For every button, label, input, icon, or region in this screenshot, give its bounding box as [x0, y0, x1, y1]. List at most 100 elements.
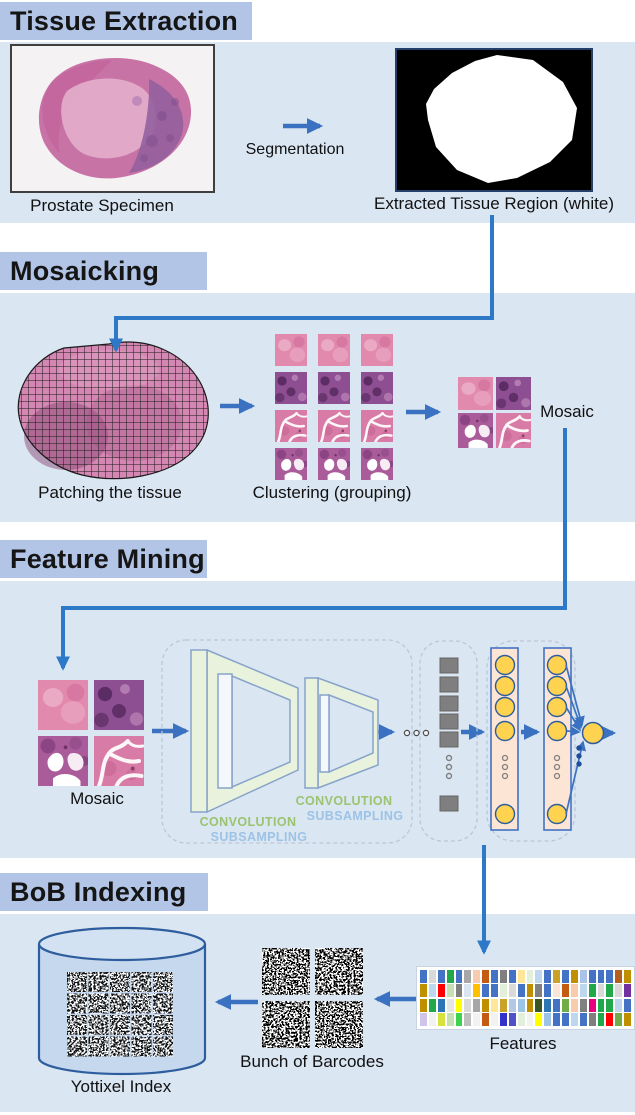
feature-bar [579, 998, 587, 1012]
feature-bar [464, 984, 472, 998]
feature-bar [455, 970, 463, 983]
mosaic-patch [94, 680, 144, 730]
feature-bar [428, 984, 436, 998]
features-row [420, 984, 631, 998]
feature-bar [446, 984, 454, 998]
features-caption: Features [489, 1034, 557, 1053]
feature-bar [588, 1012, 596, 1026]
feature-bar [624, 970, 631, 983]
mask-caption: Extracted Tissue Region (white) [374, 194, 614, 213]
feature-bar [446, 970, 454, 983]
features-row [420, 1012, 631, 1026]
feature-bar [464, 970, 472, 983]
feature-bar [473, 984, 481, 998]
bunch-of-barcodes-image [262, 948, 363, 1048]
feature-bar [517, 998, 525, 1012]
feature-bar [597, 1012, 605, 1026]
cluster-patch [275, 372, 307, 404]
cluster-patch [318, 448, 350, 480]
feature-bar [579, 984, 587, 998]
mosaic-patch [38, 680, 88, 730]
feature-bar [428, 998, 436, 1012]
feature-bar [473, 998, 481, 1012]
feature-bar [437, 970, 445, 983]
feature-bar [499, 1012, 507, 1026]
feature-bar [597, 998, 605, 1012]
feature-bar [473, 1012, 481, 1026]
feature-bar [508, 984, 516, 998]
feature-bar [615, 970, 623, 983]
feature-bar [517, 970, 525, 983]
section-header-mosaicking: Mosaicking [0, 252, 207, 290]
feature-bar [606, 1012, 614, 1026]
cluster-patch [361, 372, 393, 404]
feature-bar [588, 984, 596, 998]
feature-bar [606, 998, 614, 1012]
index-caption: Yottixel Index [70, 1077, 172, 1096]
feature-bar [473, 970, 481, 983]
feature-bar [606, 984, 614, 998]
cluster-patch [318, 334, 350, 366]
feature-bar [482, 1012, 489, 1026]
feature-bar [570, 1012, 578, 1026]
feature-bar [482, 984, 489, 998]
specimen-illustration [38, 57, 192, 179]
feature-bar [562, 1012, 569, 1026]
mosaic-thumbnail [458, 377, 531, 446]
feature-bar [508, 998, 516, 1012]
feature-bar [597, 970, 605, 983]
feature-bar [553, 984, 560, 998]
feature-bar [535, 984, 543, 998]
section-title: Feature Mining [10, 543, 205, 574]
section-title: Tissue Extraction [10, 5, 238, 36]
feature-bar [570, 998, 578, 1012]
feature-bar [420, 1012, 427, 1026]
feature-bar [553, 970, 560, 983]
cluster-patch [318, 410, 350, 442]
feature-bar [535, 970, 543, 983]
mosaic-input-label: Mosaic [70, 789, 124, 808]
feature-bar [508, 1012, 516, 1026]
convolution-label: CONVOLUTION [295, 794, 393, 808]
feature-bar [437, 1012, 445, 1026]
feature-bar [499, 984, 507, 998]
section-title: BoB Indexing [10, 876, 187, 907]
segmentation-label: Segmentation [245, 141, 345, 158]
mask-illustration [426, 55, 577, 183]
features-row [420, 998, 631, 1012]
feature-bar [526, 984, 534, 998]
feature-bar [446, 998, 454, 1012]
mosaic-patch [496, 377, 531, 410]
mosaic-patch [38, 736, 88, 786]
mosaic-input [38, 680, 144, 786]
feature-bar [553, 998, 560, 1012]
feature-bar [624, 998, 631, 1012]
subsampling-label: SUBSAMPLING [210, 830, 308, 844]
feature-bar [499, 998, 507, 1012]
feature-bar [579, 970, 587, 983]
feature-bar [562, 998, 569, 1012]
feature-bar [517, 984, 525, 998]
feature-bar [455, 984, 463, 998]
feature-bar [624, 1012, 631, 1026]
subsampling-label: SUBSAMPLING [306, 809, 404, 823]
feature-bar [491, 1012, 498, 1026]
cluster-patch [275, 410, 307, 442]
feature-bar [526, 998, 534, 1012]
mosaic-patch [458, 377, 493, 410]
database-cylinder-icon [37, 926, 207, 1076]
feature-bar [428, 970, 436, 983]
cluster-patch [361, 334, 393, 366]
feature-bar [615, 984, 623, 998]
feature-bar [517, 1012, 525, 1026]
feature-bar [499, 970, 507, 983]
specimen-caption: Prostate Specimen [30, 196, 174, 215]
feature-bar [535, 1012, 543, 1026]
feature-bar [437, 998, 445, 1012]
mosaic-patch [496, 413, 531, 448]
feature-bar [570, 984, 578, 998]
feature-bar [553, 1012, 560, 1026]
feature-bar [615, 998, 623, 1012]
features-grid [416, 966, 635, 1030]
feature-bar [606, 970, 614, 983]
